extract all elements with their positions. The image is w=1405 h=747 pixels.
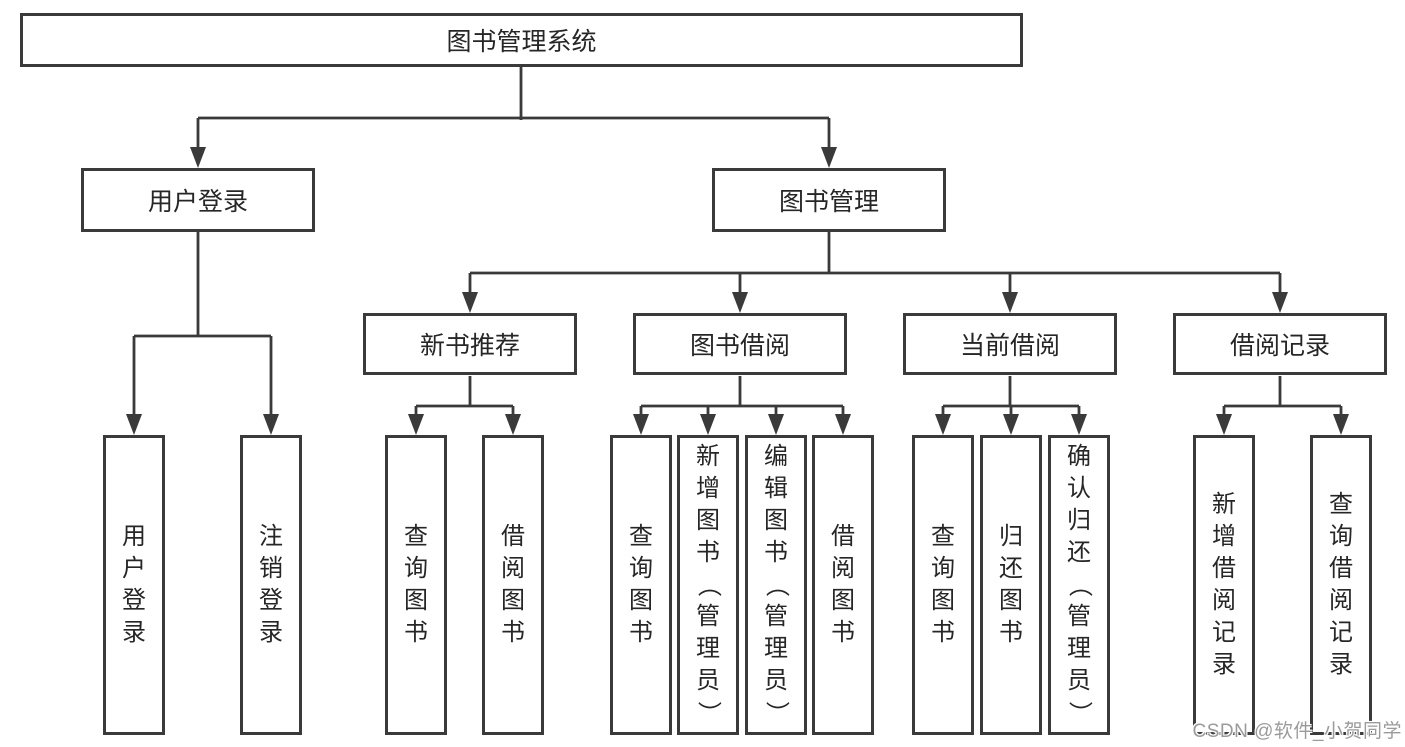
leaf-add-borrow-record: 新增借阅记录 [1193, 435, 1255, 735]
leaf-borrow-book-2: 借阅图书 [812, 435, 874, 735]
arrowheads [126, 147, 1349, 435]
leaf-borrow-book-2-label: 借阅图书 [831, 523, 855, 646]
arrow-icon [1071, 414, 1087, 435]
watermark: CSDN @软件_小贺同学 [1192, 721, 1402, 742]
arrow-icon [1002, 292, 1018, 313]
arrow-icon [408, 414, 424, 435]
arrow-icon [732, 292, 748, 313]
node-root-label: 图书管理系统 [446, 28, 597, 56]
leaf-query-book-2-label: 查询图书 [629, 523, 653, 646]
arrow-icon [1333, 414, 1349, 435]
leaf-query-book-1-label: 查询图书 [404, 523, 428, 646]
leaf-logout-label: 注销登录 [259, 523, 283, 646]
leaf-return-book: 归还图书 [980, 435, 1042, 735]
arrow-icon [1272, 292, 1288, 313]
leaf-edit-book-admin-label: 编辑图书（管理员） [763, 443, 790, 725]
node-current-borrow-label: 当前借阅 [959, 332, 1060, 360]
leaf-query-book-2: 查询图书 [610, 435, 672, 735]
leaf-confirm-return-admin-label: 确认归还（管理员） [1066, 443, 1093, 725]
node-current-borrow: 当前借阅 [903, 313, 1117, 375]
leaf-query-borrow-record-label: 查询借阅记录 [1329, 491, 1353, 678]
leaf-query-book-3-label: 查询图书 [931, 523, 955, 646]
arrow-icon [1003, 414, 1019, 435]
node-new-book-recommend-label: 新书推荐 [419, 332, 520, 360]
arrow-icon [821, 147, 837, 168]
node-root: 图书管理系统 [20, 13, 1023, 67]
leaf-borrow-book-1-label: 借阅图书 [501, 523, 525, 646]
leaf-add-book-admin: 新增图书（管理员） [677, 435, 739, 735]
node-book-management-label: 图书管理 [778, 188, 879, 216]
node-new-book-recommend: 新书推荐 [363, 313, 577, 375]
arrow-icon [633, 414, 649, 435]
node-book-borrow: 图书借阅 [633, 313, 847, 375]
arrow-icon [190, 147, 206, 168]
arrow-icon [126, 414, 142, 435]
node-user-login-label: 用户登录 [147, 188, 248, 216]
node-book-management: 图书管理 [712, 168, 946, 232]
arrow-icon [700, 414, 716, 435]
arrow-icon [462, 292, 478, 313]
arrow-icon [505, 414, 521, 435]
node-book-borrow-label: 图书借阅 [689, 332, 790, 360]
node-user-login: 用户登录 [81, 168, 315, 232]
arrow-icon [835, 414, 851, 435]
leaf-edit-book-admin: 编辑图书（管理员） [745, 435, 807, 735]
leaf-add-borrow-record-label: 新增借阅记录 [1212, 491, 1236, 678]
arrow-icon [1216, 414, 1232, 435]
node-borrow-records: 借阅记录 [1173, 313, 1387, 375]
leaf-logout: 注销登录 [240, 435, 302, 735]
arrow-icon [263, 414, 279, 435]
arrow-icon [768, 414, 784, 435]
leaf-query-borrow-record: 查询借阅记录 [1310, 435, 1372, 735]
leaf-borrow-book-1: 借阅图书 [482, 435, 544, 735]
connector-path [132, 67, 1343, 418]
leaf-return-book-label: 归还图书 [999, 523, 1023, 646]
leaf-add-book-admin-label: 新增图书（管理员） [695, 443, 722, 725]
leaf-user-login-label: 用户登录 [122, 523, 146, 646]
leaf-confirm-return-admin: 确认归还（管理员） [1048, 435, 1110, 735]
leaf-user-login: 用户登录 [103, 435, 165, 735]
node-borrow-records-label: 借阅记录 [1229, 332, 1330, 360]
arrow-icon [935, 414, 951, 435]
leaf-query-book-3: 查询图书 [912, 435, 974, 735]
leaf-query-book-1: 查询图书 [385, 435, 447, 735]
